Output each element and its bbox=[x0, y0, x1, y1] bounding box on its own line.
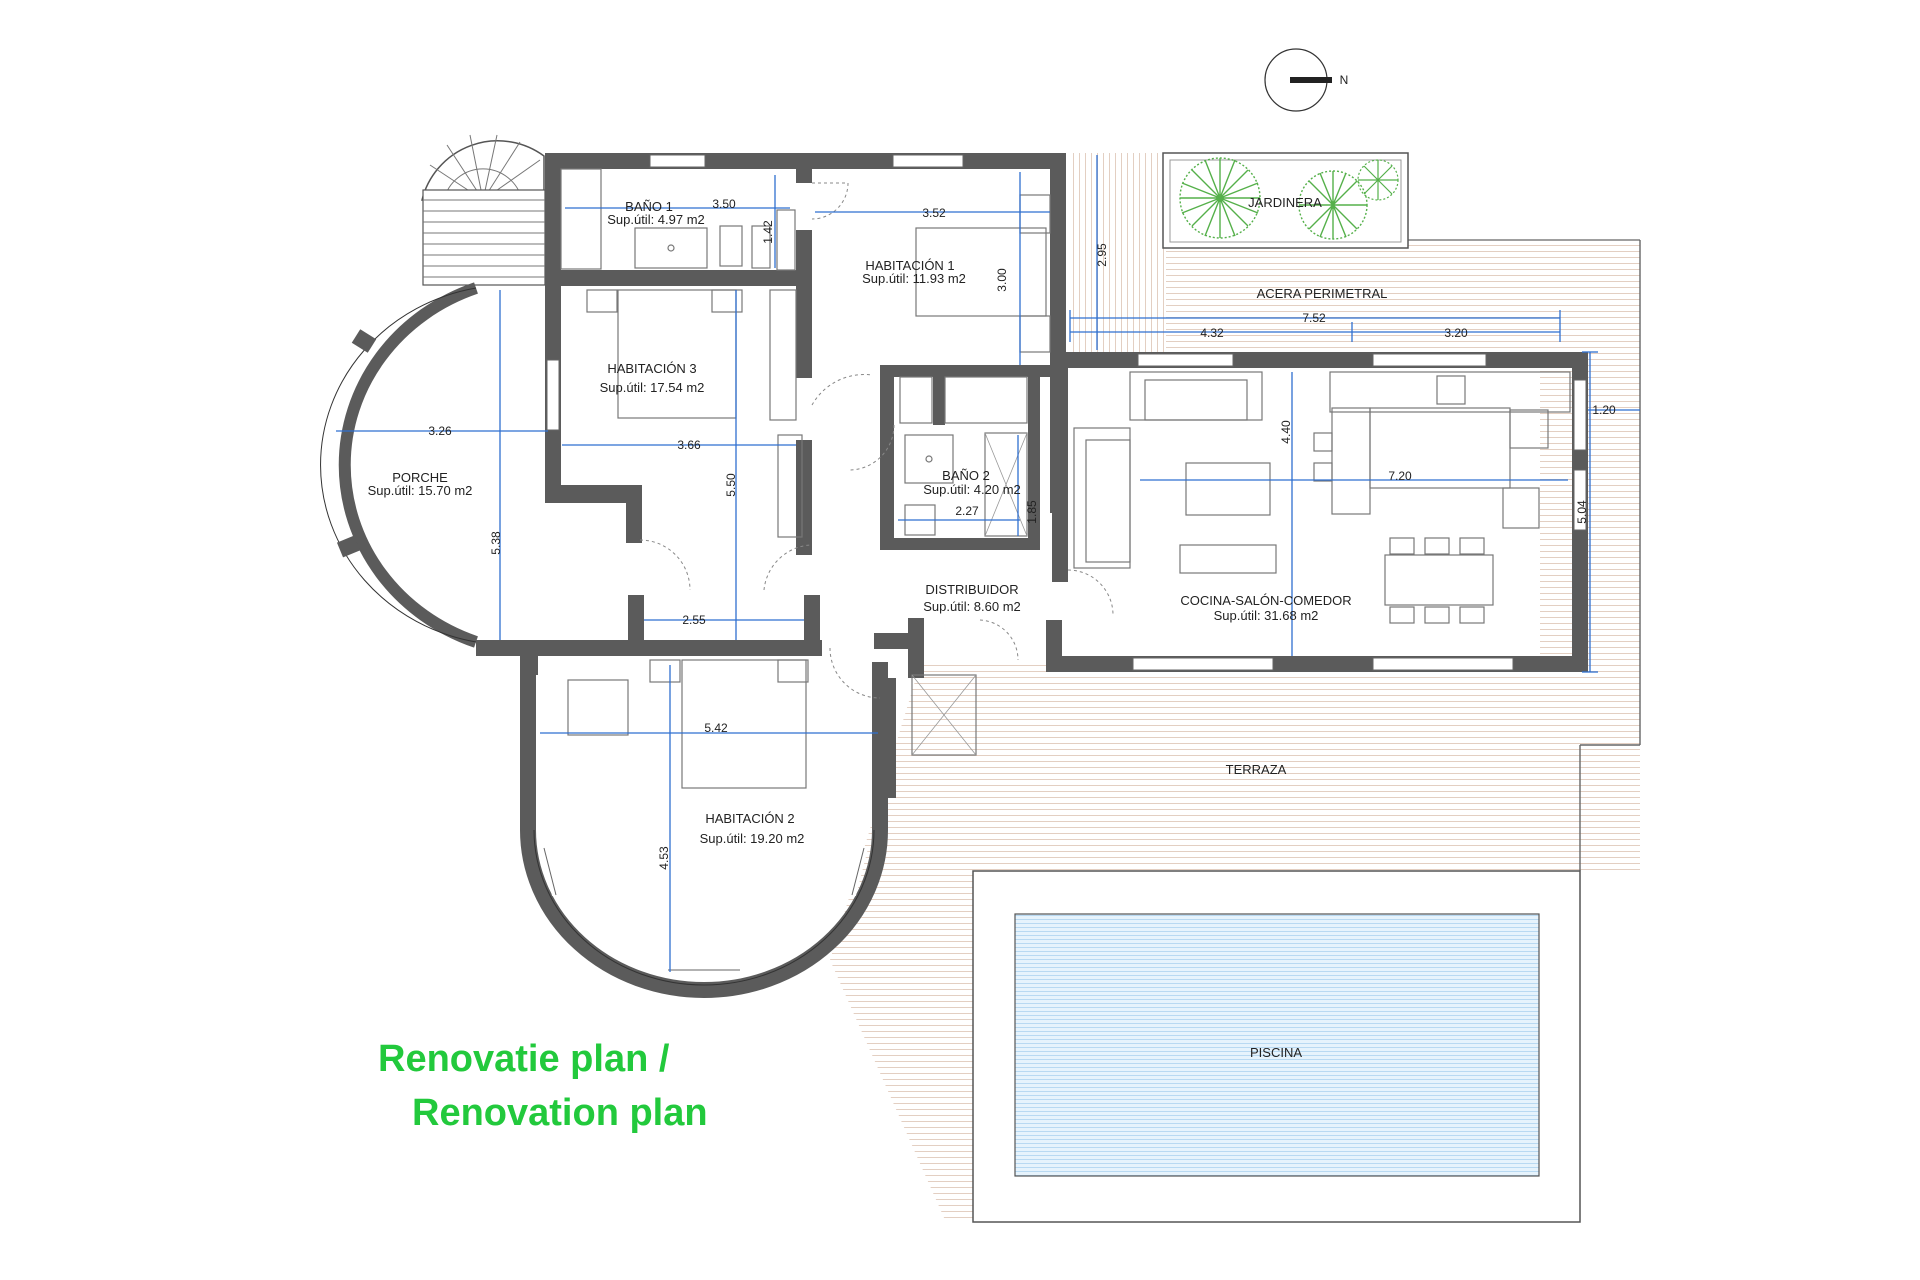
swimming-pool bbox=[972, 870, 1581, 1223]
room-area-bano-1: Sup.útil: 4.97 m2 bbox=[607, 212, 705, 227]
dim-label: 3.00 bbox=[995, 268, 1009, 292]
room-area-habitacion-2: Sup.útil: 19.20 m2 bbox=[700, 831, 805, 846]
dim-label: 3.20 bbox=[1444, 326, 1468, 340]
dimension-labels: 3.50 1.42 3.52 3.00 2.95 7.52 4.32 3.20 … bbox=[428, 197, 1616, 870]
furniture bbox=[560, 168, 1571, 789]
dim-label: 3.26 bbox=[428, 424, 452, 438]
dim-label: 5.50 bbox=[724, 473, 738, 497]
dim-label: 3.66 bbox=[677, 438, 701, 452]
dimension-lines bbox=[336, 155, 1640, 972]
room-name-bano-2: BAÑO 2 bbox=[942, 468, 990, 483]
dim-label: 5.38 bbox=[489, 531, 503, 555]
room-name-habitacion-2: HABITACIÓN 2 bbox=[705, 811, 794, 826]
porche-area bbox=[320, 282, 478, 648]
dim-label: 3.50 bbox=[712, 197, 736, 211]
dim-label: 1.42 bbox=[761, 220, 775, 244]
dim-label: 4.32 bbox=[1200, 326, 1224, 340]
dim-label: 7.20 bbox=[1388, 469, 1412, 483]
room-name-habitacion-1: HABITACIÓN 1 bbox=[865, 258, 954, 273]
room-area-porche: Sup.útil: 15.70 m2 bbox=[368, 483, 473, 498]
room-area-habitacion-1: Sup.útil: 11.93 m2 bbox=[862, 271, 966, 286]
room-labels: BAÑO 1 Sup.útil: 4.97 m2 HABITACIÓN 1 Su… bbox=[368, 195, 1388, 1060]
room-name-porche: PORCHE bbox=[392, 470, 448, 485]
dim-label: 1.85 bbox=[1025, 500, 1039, 524]
room-name-bano-1: BAÑO 1 bbox=[625, 199, 673, 214]
dim-label: 2.95 bbox=[1095, 243, 1109, 267]
palm-icon bbox=[1357, 159, 1399, 201]
dim-label: 5.04 bbox=[1575, 500, 1589, 524]
room-name-habitacion-3: HABITACIÓN 3 bbox=[607, 361, 696, 376]
dim-label: 2.55 bbox=[682, 613, 706, 627]
jardinera-planter bbox=[1162, 152, 1409, 249]
palm-icon bbox=[1179, 157, 1261, 239]
caption-line-2: Renovation plan bbox=[412, 1092, 708, 1134]
dim-label: 2.27 bbox=[955, 504, 979, 518]
room-area-distribuidor: Sup.útil: 8.60 m2 bbox=[923, 599, 1021, 614]
room-name-piscina: PISCINA bbox=[1250, 1045, 1302, 1060]
room-name-distribuidor: DISTRIBUIDOR bbox=[925, 582, 1018, 597]
north-arrow-icon bbox=[1290, 77, 1332, 83]
dim-label: 4.40 bbox=[1279, 420, 1293, 444]
compass: N bbox=[1264, 48, 1349, 112]
dim-label: 3.52 bbox=[922, 206, 946, 220]
plan-caption: Renovatie plan / Renovation plan bbox=[378, 1032, 708, 1140]
habitacion-2-walls bbox=[520, 655, 888, 998]
palm-icon bbox=[1298, 170, 1368, 240]
room-area-cocina-salon-comedor: Sup.útil: 31.68 m2 bbox=[1214, 608, 1319, 623]
dim-label: 4.53 bbox=[657, 846, 671, 870]
dim-label: 7.52 bbox=[1302, 311, 1326, 325]
dim-label: 1.20 bbox=[1592, 403, 1616, 417]
caption-line-1: Renovatie plan / bbox=[378, 1038, 670, 1080]
room-area-bano-2: Sup.útil: 4.20 m2 bbox=[923, 482, 1021, 497]
room-name-jardinera: JARDINERA bbox=[1248, 195, 1322, 210]
windows bbox=[546, 154, 1587, 671]
room-name-acera-perimetral: ACERA PERIMETRAL bbox=[1257, 286, 1388, 301]
room-name-cocina-salon-comedor: COCINA-SALÓN-COMEDOR bbox=[1180, 593, 1351, 608]
spiral-stair bbox=[421, 134, 546, 286]
room-name-terraza: TERRAZA bbox=[1226, 762, 1287, 777]
compass-north-label: N bbox=[1340, 73, 1349, 87]
doors bbox=[639, 182, 1114, 699]
dim-label: 5.42 bbox=[704, 721, 728, 735]
room-area-habitacion-3: Sup.útil: 17.54 m2 bbox=[600, 380, 705, 395]
